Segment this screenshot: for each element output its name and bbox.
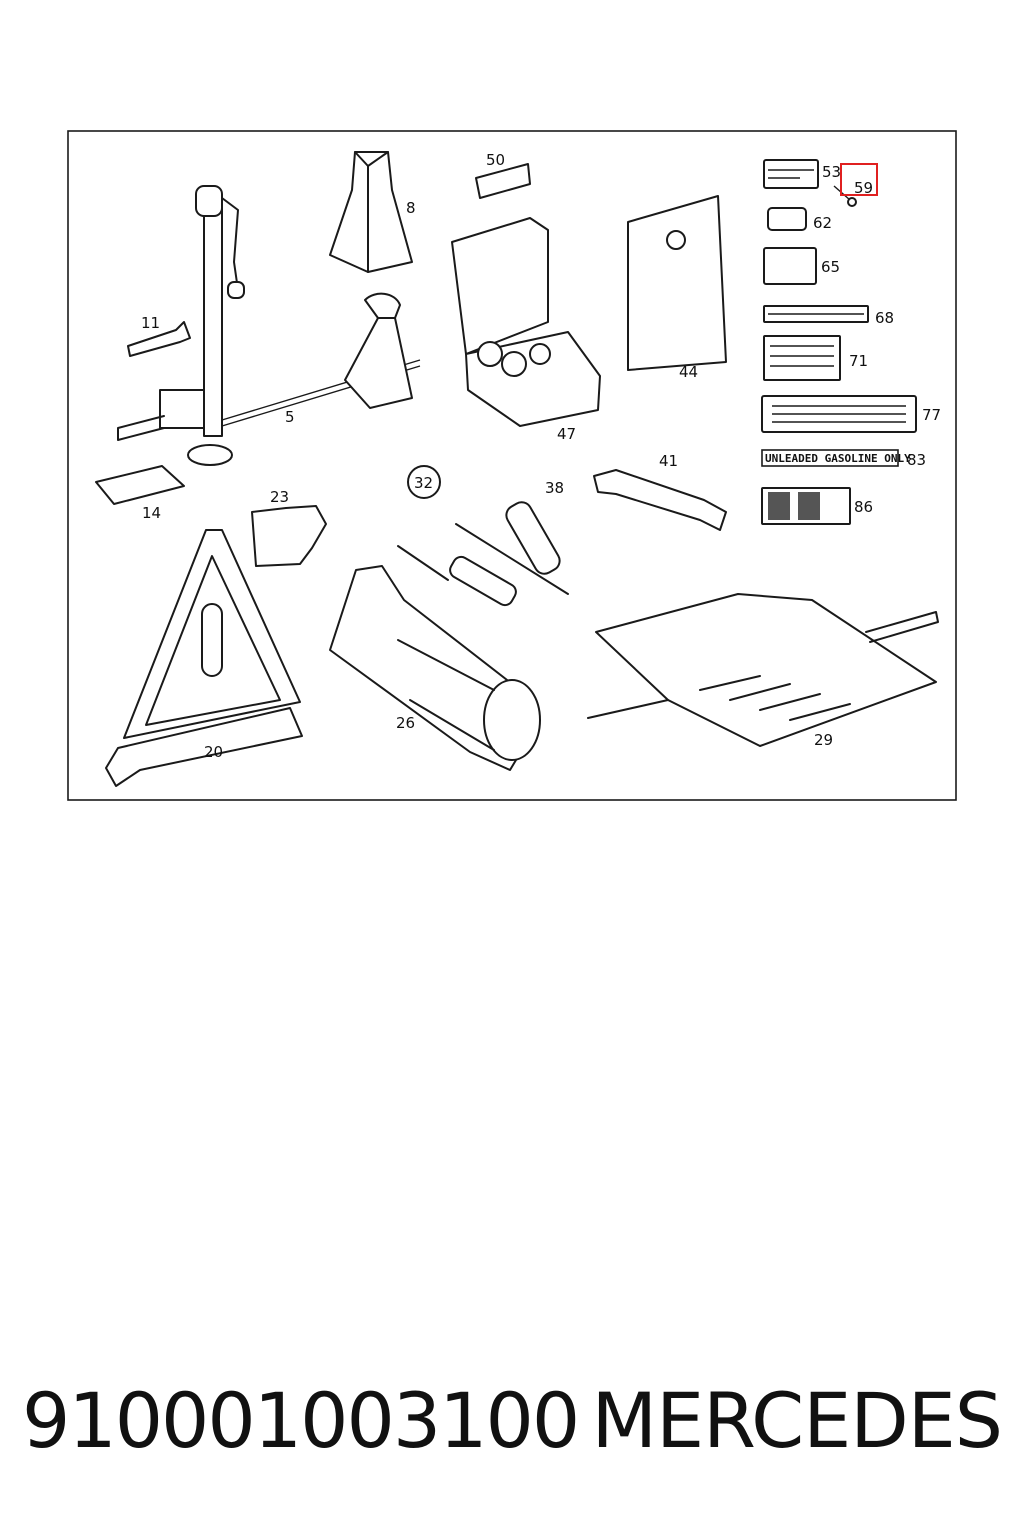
label-68: 68 [875, 309, 894, 327]
document-pouch-illustration [627, 195, 727, 371]
label-47: 47 [557, 425, 576, 443]
socket-illustration [505, 501, 561, 575]
label-11: 11 [141, 314, 160, 332]
label-44: 44 [679, 363, 698, 381]
label-14: 14 [142, 504, 161, 522]
label-86: 86 [854, 498, 873, 516]
label-83: 83 [907, 451, 926, 469]
label-62: 62 [813, 214, 832, 232]
wrench-illustration [127, 321, 191, 357]
diagram-frame [67, 130, 957, 801]
sticker-box [761, 449, 899, 467]
label-53: 53 [822, 163, 841, 181]
part-number: 910001003100 [22, 1376, 580, 1465]
sticker-text: UNLEADED GASOLINE ONLY [765, 452, 911, 465]
label-23: 23 [270, 488, 289, 506]
tool-bag-illustration [329, 565, 541, 771]
screwdriver-illustration [397, 465, 569, 607]
wheel-chock-illustration [329, 151, 413, 273]
label-5: 5 [285, 408, 295, 426]
label-41: 41 [659, 452, 678, 470]
footer-caption: 910001003100 MERCEDES [22, 1376, 1012, 1466]
lug-wrench-illustration [593, 469, 727, 531]
label-32: 32 [414, 474, 433, 492]
bracket-illustration [251, 505, 327, 567]
warning-triangle-illustration [105, 529, 303, 787]
tool-roll-illustration [587, 593, 939, 747]
pad-illustration [95, 465, 185, 505]
label-77: 77 [922, 406, 941, 424]
label-20: 20 [204, 743, 223, 761]
brand-name: MERCEDES [591, 1376, 1003, 1465]
label-38: 38 [545, 479, 564, 497]
label-29: 29 [814, 731, 833, 749]
label-8: 8 [406, 199, 416, 217]
highlight-box-59[interactable] [840, 163, 878, 196]
fuse-illustration [475, 163, 531, 199]
label-65: 65 [821, 258, 840, 276]
jack-illustration [117, 185, 421, 466]
label-26: 26 [396, 714, 415, 732]
bulb-kit-illustration [451, 217, 601, 427]
labels-stickers-illustration: UNLEADED GASOLINE ONLY [761, 159, 917, 525]
label-50: 50 [486, 151, 505, 169]
label-59: 59 [854, 179, 873, 197]
label-71: 71 [849, 352, 868, 370]
